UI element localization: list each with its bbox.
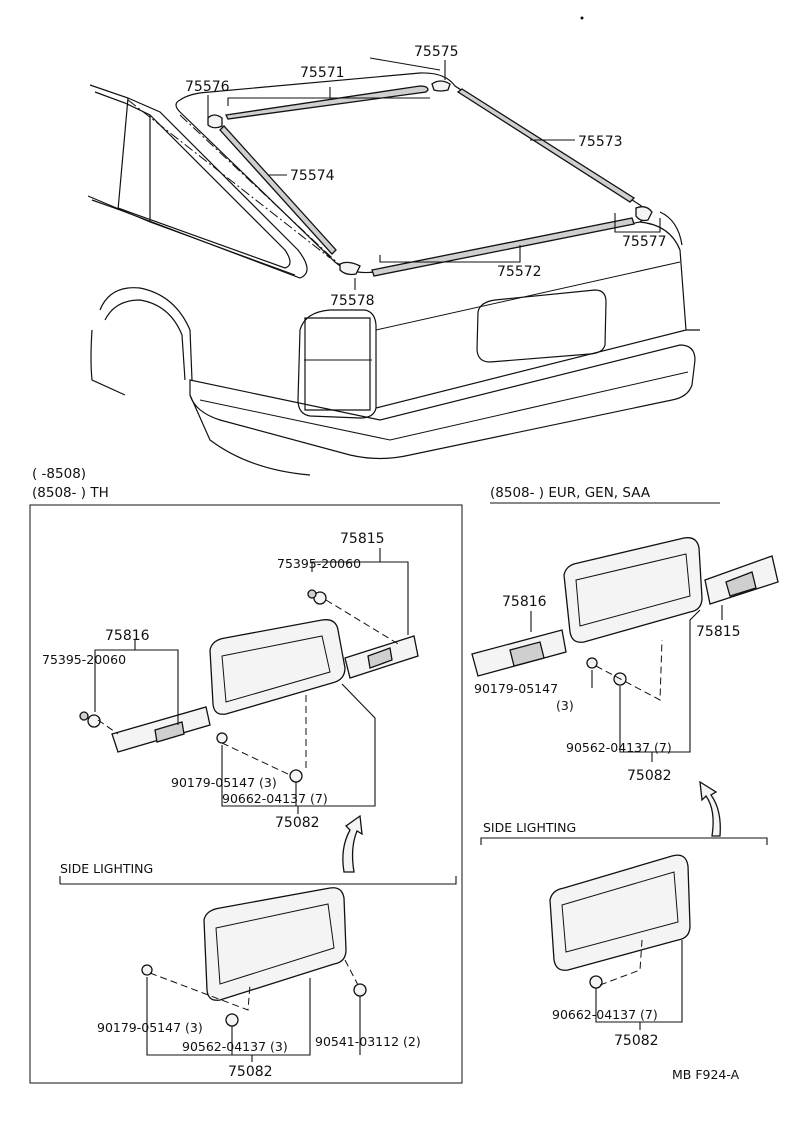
left-sl-label-75082: 75082 [228, 1064, 273, 1080]
right-label-75816: 75816 [502, 594, 547, 610]
label-75573: 75573 [578, 134, 623, 150]
label-75571: 75571 [300, 65, 345, 81]
left-header-line2: (8508- ) TH [32, 485, 109, 501]
car-illustration [87, 57, 700, 476]
left-label-75395-left: 75395-20060 [42, 652, 126, 667]
right-label-90562: 90562-04137 (7) [566, 740, 672, 755]
left-label-75815: 75815 [340, 531, 385, 547]
left-box-frame [29, 504, 463, 1084]
label-75578: 75578 [330, 293, 375, 309]
right-side-lighting-heading: SIDE LIGHTING [483, 820, 576, 835]
right-section-illustration [471, 537, 779, 1030]
left-sl-label-90179: 90179-05147 (3) [97, 1020, 203, 1035]
label-75575: 75575 [414, 44, 459, 60]
label-75577: 75577 [622, 234, 667, 250]
left-label-75395-right: 75395-20060 [277, 556, 361, 571]
right-label-90179-qty: (3) [556, 698, 574, 713]
figure-code: MB F924-A [672, 1067, 740, 1082]
left-header-line1: ( -8508) [32, 466, 86, 482]
left-box-illustration [59, 548, 457, 1062]
right-sl-label-90662: 90662-04137 (7) [552, 1007, 658, 1022]
left-label-75816: 75816 [105, 628, 150, 644]
right-header: (8508- ) EUR, GEN, SAA [490, 485, 651, 501]
left-sl-label-90562: 90562-04137 (3) [182, 1039, 288, 1054]
right-label-75815: 75815 [696, 624, 741, 640]
right-sl-label-75082: 75082 [614, 1033, 659, 1049]
right-label-75082: 75082 [627, 768, 672, 784]
left-side-lighting-heading: SIDE LIGHTING [60, 861, 153, 876]
left-label-90179: 90179-05147 (3) [171, 775, 277, 790]
left-label-75082: 75082 [275, 815, 320, 831]
label-75576: 75576 [185, 79, 230, 95]
label-75572: 75572 [497, 264, 542, 280]
right-label-90179: 90179-05147 [474, 681, 558, 696]
speck [580, 16, 584, 20]
left-sl-label-90541: 90541-03112 (2) [315, 1034, 421, 1049]
left-label-90662: 90662-04137 (7) [222, 791, 328, 806]
label-75574: 75574 [290, 168, 335, 184]
